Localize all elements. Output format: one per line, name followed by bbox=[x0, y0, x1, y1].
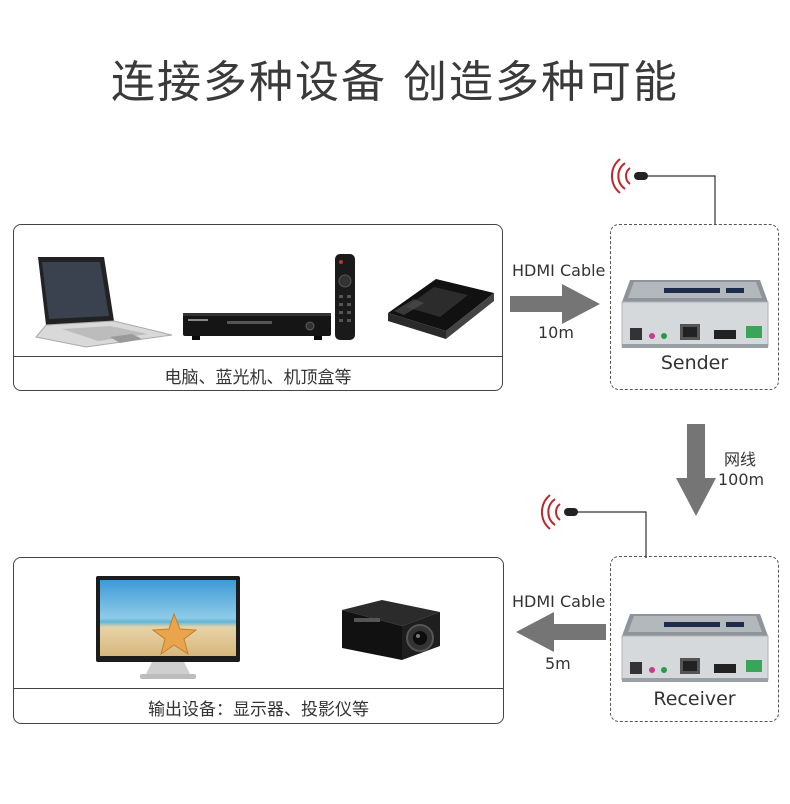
hdmi-out-distance-label: 5m bbox=[545, 654, 571, 673]
monitor-icon bbox=[96, 576, 240, 679]
network-distance-label: 100m bbox=[718, 470, 765, 489]
set-top-box-icon bbox=[388, 279, 494, 339]
sender-extender-device bbox=[621, 280, 769, 348]
bluray-player-icon bbox=[183, 313, 331, 340]
sender-ir-sensor-icon bbox=[610, 158, 716, 224]
receiver-box: Receiver bbox=[610, 556, 779, 722]
hdmi-out-arrow bbox=[516, 612, 606, 652]
panel-divider bbox=[14, 688, 503, 689]
panel-divider bbox=[14, 356, 502, 357]
hdmi-out-cable-label: HDMI Cable bbox=[512, 592, 606, 611]
laptop-icon bbox=[35, 257, 173, 348]
hdmi-in-cable-label: HDMI Cable bbox=[512, 261, 606, 280]
sender-box: Sender bbox=[610, 224, 779, 390]
receiver-ir-sensor-icon bbox=[540, 494, 647, 558]
receiver-extender-device bbox=[621, 614, 769, 682]
output-devices-panel: 输出设备：显示器、投影仪等 bbox=[13, 557, 504, 724]
network-cable-arrow bbox=[676, 424, 716, 516]
source-devices-panel: 电脑、蓝光机、机顶盒等 bbox=[13, 224, 503, 391]
network-cable-label: 网线 bbox=[724, 450, 757, 469]
remote-control-icon bbox=[335, 254, 355, 340]
page-title: 连接多种设备 创造多种可能 bbox=[111, 57, 679, 108]
hdmi-in-arrow bbox=[510, 284, 600, 324]
output-devices-caption: 输出设备：显示器、投影仪等 bbox=[148, 700, 369, 720]
projector-icon bbox=[342, 600, 440, 660]
sender-label: Sender bbox=[660, 352, 729, 374]
receiver-label: Receiver bbox=[653, 688, 736, 710]
source-devices-caption: 电脑、蓝光机、机顶盒等 bbox=[164, 368, 352, 388]
hdmi-in-distance-label: 10m bbox=[538, 323, 574, 342]
